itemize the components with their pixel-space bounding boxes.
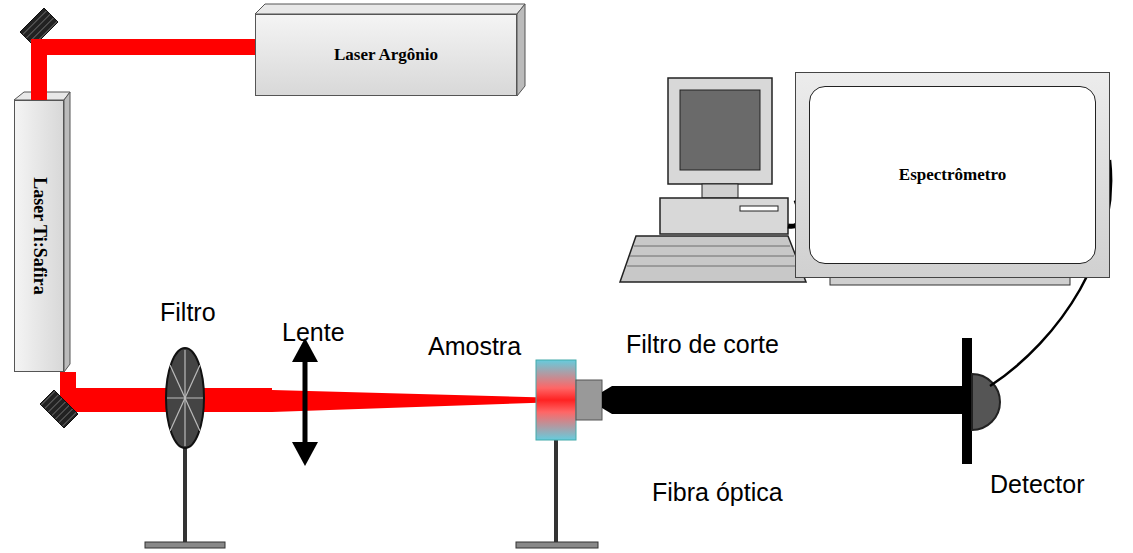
part-label: Amostra bbox=[428, 332, 521, 361]
part-label: Lente bbox=[282, 318, 345, 347]
monitor-base bbox=[830, 277, 1070, 285]
laser-box: Laser Ti:Safira bbox=[14, 100, 64, 372]
filter-wheel bbox=[166, 348, 204, 448]
filter-stand bbox=[183, 440, 187, 542]
laser-box: Laser Argônio bbox=[255, 14, 517, 96]
part-label: Filtro de corte bbox=[626, 330, 779, 359]
laser-beam bbox=[39, 47, 255, 100]
mirror bbox=[40, 390, 78, 428]
sample-stand bbox=[554, 440, 558, 542]
laser-edge bbox=[517, 4, 525, 96]
sample-stand bbox=[516, 542, 598, 548]
computer bbox=[620, 78, 806, 282]
sample bbox=[536, 360, 576, 440]
laser-edge bbox=[255, 4, 525, 14]
lens bbox=[292, 338, 318, 466]
filter-wheel bbox=[167, 350, 203, 446]
filter-stand bbox=[145, 542, 225, 548]
node-label: Espectrômetro bbox=[809, 86, 1096, 264]
detector-plate bbox=[962, 338, 972, 464]
part-label: Fibra óptica bbox=[652, 478, 783, 507]
optical-fiber bbox=[602, 386, 968, 414]
cut-filter bbox=[576, 380, 602, 420]
laser-beam bbox=[272, 390, 562, 412]
node-label: Laser Ti:Safira bbox=[29, 177, 50, 295]
laser-edge bbox=[64, 92, 70, 372]
spectrometer-monitor: Espectrômetro bbox=[795, 72, 1110, 278]
part-label: Filtro bbox=[160, 298, 216, 327]
part-label: Detector bbox=[990, 470, 1084, 499]
node-label: Laser Argônio bbox=[334, 45, 438, 65]
